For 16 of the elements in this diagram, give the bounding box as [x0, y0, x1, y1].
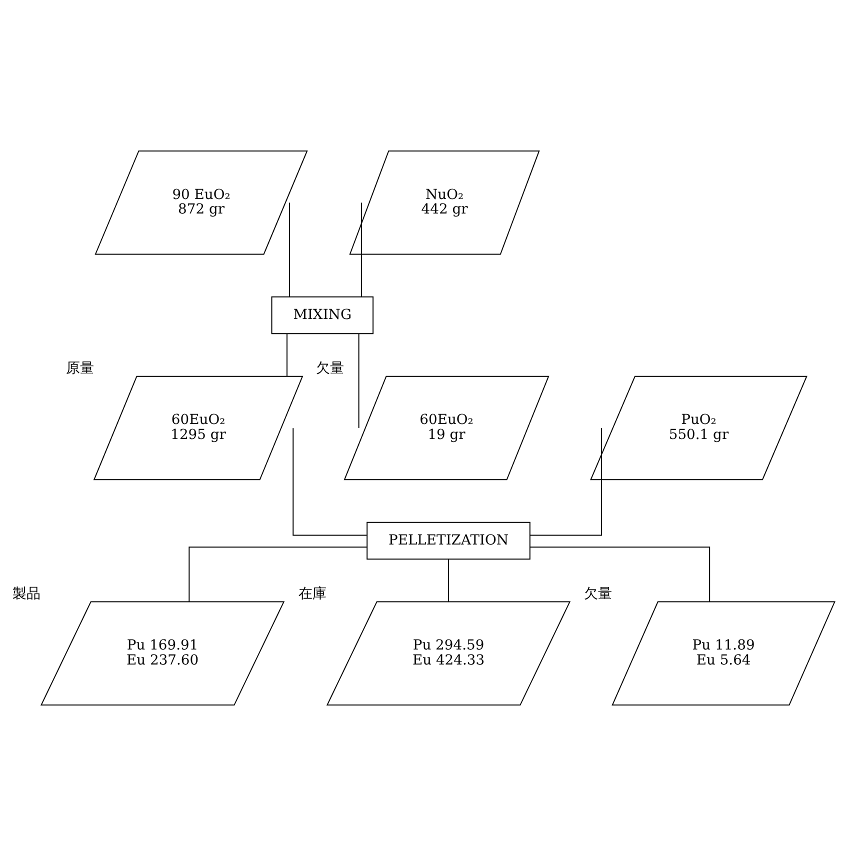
- node-box: PELLETIZATION: [366, 522, 530, 560]
- connector: [530, 546, 710, 602]
- node-label: 在庫: [298, 586, 327, 602]
- connector: [529, 428, 602, 536]
- connector: [448, 558, 449, 602]
- node-label: 原量: [66, 360, 94, 377]
- connector: [286, 333, 288, 377]
- connector: [292, 428, 368, 536]
- node-label: 製品: [12, 586, 41, 602]
- node-box: MIXING: [271, 296, 374, 334]
- connector: [360, 202, 362, 298]
- connector: [188, 546, 368, 602]
- connector: [358, 333, 360, 428]
- node-label: 欠量: [584, 586, 612, 602]
- connector: [289, 202, 290, 298]
- node-label: 欠量: [316, 360, 344, 377]
